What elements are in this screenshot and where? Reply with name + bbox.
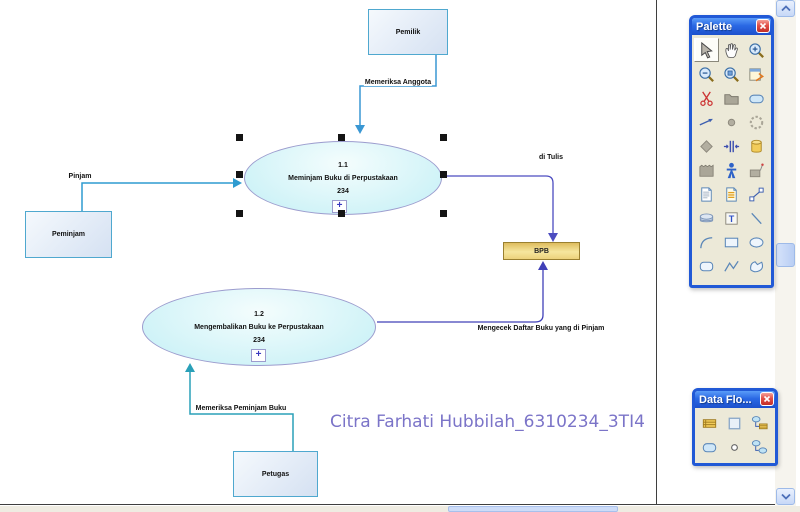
selection-handle-nw[interactable]	[236, 134, 243, 141]
flow-memeriksa-anggota[interactable]	[355, 55, 437, 134]
flow-label-di-tulis[interactable]: di Tulis	[538, 154, 564, 161]
entity-peminjam-label: Peminjam	[51, 231, 86, 238]
dataflow-tool-data-store-icon[interactable]	[698, 412, 721, 434]
entity-petugas[interactable]: Petugas	[233, 451, 318, 497]
page-boundary-horizontal	[0, 504, 776, 505]
palette-tool-pointer-icon[interactable]	[694, 38, 719, 62]
dataflow-tool-flow-icon[interactable]	[748, 436, 771, 458]
process-1-1-number: 1.1	[338, 161, 348, 169]
dataflow-tool-process-icon[interactable]	[698, 436, 721, 458]
palette-tool-actor-icon[interactable]	[720, 159, 743, 181]
process-1-2-number: 1.2	[254, 310, 264, 318]
palette-title: Palette	[696, 20, 733, 33]
palette-tool-title-box-icon[interactable]: T	[720, 207, 743, 229]
selection-handle-sw[interactable]	[236, 210, 243, 217]
palette-tool-delete-icon[interactable]	[695, 87, 718, 109]
entity-pemilik[interactable]: Pemilik	[368, 9, 448, 55]
flow-pinjam[interactable]	[81, 178, 242, 211]
process-1-2-extra: 234	[253, 336, 265, 344]
palette-tool-split-merge-icon[interactable]	[720, 135, 743, 157]
selection-handle-w[interactable]	[236, 171, 243, 178]
flow-label-memeriksa-peminjam[interactable]: Memeriksa Peminjam Buku	[194, 405, 288, 412]
flow-mengecek-daftar-buku[interactable]	[377, 261, 548, 323]
dataflow-tool-external-entity-icon[interactable]	[723, 412, 746, 434]
flow-label-memeriksa-anggota[interactable]: Memeriksa Anggota	[363, 79, 433, 86]
palette-tool-external-entity-icon[interactable]	[695, 159, 718, 181]
horizontal-scrollbar-thumb[interactable]	[448, 506, 618, 512]
scroll-down-button[interactable]	[776, 488, 795, 505]
palette-tool-package-icon[interactable]	[720, 87, 743, 109]
palette-tool-document-icon[interactable]	[695, 183, 718, 205]
palette-tool-line-icon[interactable]	[745, 207, 768, 229]
page-boundary-vertical	[656, 0, 657, 505]
dataflow-window: Data Flo...	[692, 388, 778, 466]
palette-tool-organization-unit-icon[interactable]	[745, 111, 768, 133]
dataflow-tool-flow-to-data-store-icon[interactable]	[748, 412, 771, 434]
palette-tool-flow-icon[interactable]	[695, 111, 718, 133]
svg-text:T: T	[729, 213, 735, 223]
palette-tool-process-icon[interactable]	[745, 87, 768, 109]
close-x-icon	[759, 22, 767, 30]
palette-window: Palette T	[689, 15, 774, 288]
flow-di-tulis[interactable]	[442, 175, 558, 242]
palette-tool-zoom-window-icon[interactable]	[720, 63, 743, 85]
flow-label-pinjam[interactable]: Pinjam	[67, 173, 93, 180]
scroll-up-button[interactable]	[776, 0, 795, 17]
palette-tool-decision-icon[interactable]	[695, 135, 718, 157]
palette-tool-graphic-shape-icon[interactable]	[695, 207, 718, 229]
palette-tool-rounded-rectangle-icon[interactable]	[695, 255, 718, 277]
palette-tool-file-icon[interactable]	[745, 159, 768, 181]
data-store-bpb[interactable]: BPB	[503, 242, 580, 260]
palette-tool-ellipse-icon[interactable]	[745, 231, 768, 253]
palette-tool-data-store-icon[interactable]	[745, 135, 768, 157]
selection-handle-e[interactable]	[440, 171, 447, 178]
palette-tool-resource-flow-icon[interactable]	[720, 111, 743, 133]
process-1-1-extra: 234	[337, 187, 349, 195]
palette-close-button[interactable]	[756, 19, 770, 33]
palette-tool-grab-icon[interactable]	[720, 39, 743, 61]
flow-label-mengecek[interactable]: Mengecek Daftar Buku yang di Pinjam	[476, 325, 606, 332]
palette-tool-zoom-out-icon[interactable]	[695, 63, 718, 85]
dataflow-close-button[interactable]	[760, 392, 774, 406]
process-1-2-expand-button[interactable]: +	[251, 349, 266, 362]
selection-handle-n[interactable]	[338, 134, 345, 141]
entity-pemilik-label: Pemilik	[395, 28, 421, 36]
dataflow-tool-point-icon[interactable]	[723, 436, 746, 458]
palette-titlebar[interactable]: Palette	[692, 18, 771, 35]
palette-tool-zoom-in-icon[interactable]	[745, 39, 768, 61]
selection-handle-ne[interactable]	[440, 134, 447, 141]
entity-peminjam[interactable]: Peminjam	[25, 211, 112, 258]
process-1-2-name: Mengembalikan Buku ke Perpustakaan	[194, 323, 324, 331]
palette-tool-rectangle-icon[interactable]	[720, 231, 743, 253]
dataflow-tool-grid	[695, 408, 775, 462]
data-store-bpb-label: BPB	[534, 247, 549, 255]
dataflow-titlebar[interactable]: Data Flo...	[695, 391, 775, 408]
palette-tool-polyline-icon[interactable]	[720, 255, 743, 277]
palette-tool-grid: T	[692, 35, 771, 281]
vertical-scrollbar-thumb[interactable]	[776, 243, 795, 267]
palette-tool-report-icon[interactable]	[720, 183, 743, 205]
vertical-scrollbar[interactable]	[775, 0, 796, 506]
flow-memeriksa-peminjam-buku[interactable]	[185, 363, 294, 451]
chevron-down-icon	[780, 493, 791, 500]
palette-tool-polygon-icon[interactable]	[745, 255, 768, 277]
selection-handle-s[interactable]	[338, 210, 345, 217]
close-x-icon	[763, 395, 771, 403]
selection-handle-se[interactable]	[440, 210, 447, 217]
chevron-up-icon	[780, 5, 791, 12]
process-1-1-name: Meminjam Buku di Perpustakaan	[288, 174, 398, 182]
palette-tool-properties-icon[interactable]	[745, 63, 768, 85]
palette-tool-link-icon[interactable]	[745, 183, 768, 205]
entity-petugas-label: Petugas	[261, 470, 290, 478]
signature-text[interactable]: Citra Farhati Hubbilah_6310234_3TI4	[330, 412, 645, 432]
horizontal-scrollbar[interactable]	[0, 506, 800, 512]
dataflow-title: Data Flo...	[699, 393, 752, 406]
palette-tool-arc-icon[interactable]	[695, 231, 718, 253]
